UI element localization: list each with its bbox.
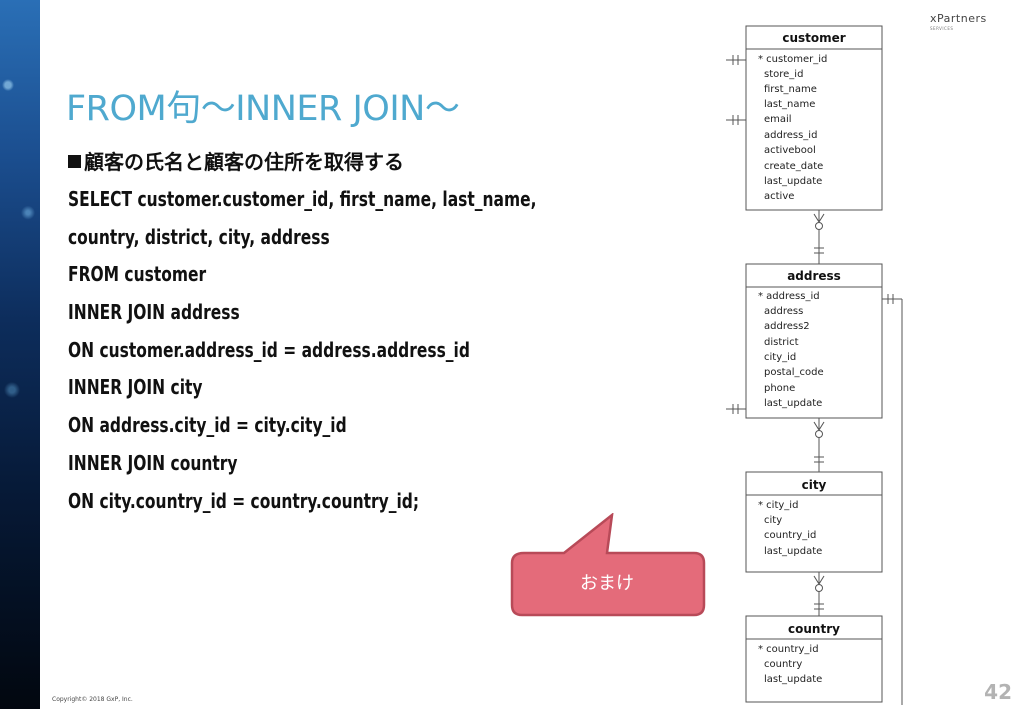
erd-column: postal_code [764,367,824,378]
erd-column: address2 [764,321,810,332]
erd-column: * customer_id [758,54,827,65]
code-line: ON city.country_id = country.country_id; [68,488,420,513]
erd-column: create_date [764,161,823,172]
callout-label: おまけ [580,573,634,594]
brand-sub: SERVICES [930,26,954,31]
erd-table-address: address * address_id address address2 di… [745,263,883,419]
erd-table-title: country [788,622,840,636]
code-line: SELECT customer.customer_id, first_name,… [68,187,537,211]
erd-column: country [764,659,802,670]
erd-column: last_update [764,546,822,557]
code-line: INNER JOIN country [68,450,238,475]
erd-column: * country_id [758,644,819,655]
erd-column: country_id [764,530,816,541]
square-bullet-icon [68,155,81,168]
erd-column: active [764,191,794,202]
erd-column: store_id [764,69,803,80]
erd-column: last_update [764,176,822,187]
erd-column: last_update [764,398,822,409]
erd-table-country: country * country_id country last_update [745,615,883,703]
erd-column: email [764,114,792,125]
erd-column: last_name [764,99,815,110]
erd-column: activebool [764,145,816,156]
erd-table-title: address [787,269,841,283]
page-number: 42 [984,680,1012,704]
erd-column: address [764,306,803,317]
code-line: FROM customer [68,262,207,287]
copyright-text: Copyright© 2018 GxP, Inc. [52,696,133,703]
erd-table-title: city [802,478,827,492]
erd-column: phone [764,383,795,394]
erd-column: city [764,515,782,526]
code-line: INNER JOIN address [68,300,240,325]
code-line: INNER JOIN city [68,375,203,400]
erd-column: district [764,337,799,348]
code-line: ON address.city_id = city.city_id [68,413,347,438]
erd-column: first_name [764,84,817,95]
slide-subtitle: 顧客の氏名と顧客の住所を取得する [68,146,404,175]
erd-column: city_id [764,352,796,363]
erd-relationships [726,55,903,705]
brand-name: xPartners [930,12,987,25]
erd-table-title: customer [782,31,845,45]
code-line: ON customer.address_id = address.address… [68,337,470,362]
code-line: country, district, city, address [68,224,330,249]
erd-column: last_update [764,674,822,685]
decorative-water-strip [0,0,40,709]
callout-bubble [510,513,706,617]
erd-column: address_id [764,130,817,141]
erd-table-city: city * city_id city country_id last_upda… [745,471,883,573]
brand-logo: xPartners SERVICES [930,12,987,31]
erd-column: * address_id [758,291,820,302]
sql-code-block: SELECT customer.customer_id, first_name,… [68,181,613,520]
subtitle-text: 顧客の氏名と顧客の住所を取得する [84,150,404,174]
slide-title: FROM句～INNER JOIN～ [66,89,460,129]
erd-table-customer: customer * customer_id store_id first_na… [745,25,883,211]
callout-shape [510,513,706,617]
erd-column: * city_id [758,500,798,511]
